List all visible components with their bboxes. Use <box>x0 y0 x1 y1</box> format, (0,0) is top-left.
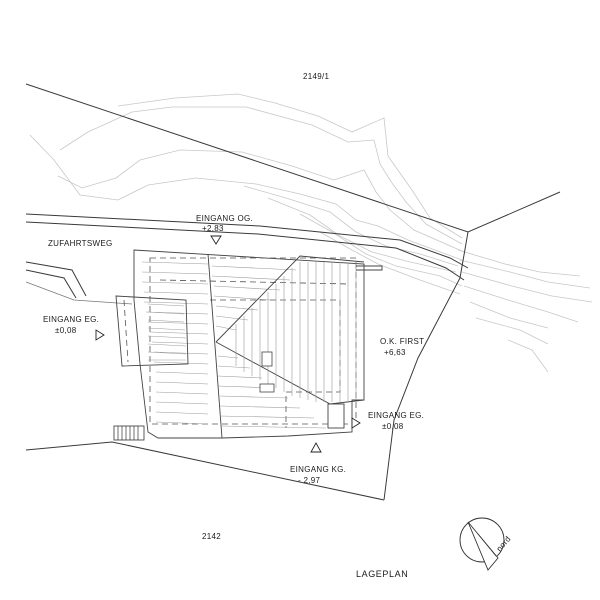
north-arrow-label: nord <box>495 534 513 553</box>
access-road-label: ZUFAHRTSWEG <box>48 239 113 248</box>
stairs <box>113 425 145 441</box>
entrance-west-level: ±0,08 <box>55 326 77 335</box>
ridge-level: +6,63 <box>384 348 406 357</box>
entrance-basement-label: EINGANG KG. <box>290 465 346 474</box>
skylight-2 <box>259 383 275 393</box>
entrance-upper-level: +2,83 <box>202 224 224 233</box>
building <box>113 249 383 441</box>
entrance-upper-label: EINGANG OG. <box>196 214 253 223</box>
ridge-label: O.K. FIRST <box>380 337 424 346</box>
entrance-upper-marker <box>210 235 222 245</box>
entrance-west-label: EINGANG EG. <box>43 315 99 324</box>
skylight-1 <box>261 351 273 367</box>
east-entry-box <box>327 403 345 429</box>
north-arrow-icon: nord <box>459 517 513 571</box>
west-roof-hatch <box>141 261 209 425</box>
parcel-north-label: 2149/1 <box>303 72 330 81</box>
west-annex <box>115 295 189 367</box>
parcel-south-label: 2142 <box>202 532 221 541</box>
entrance-basement-level: - 2,97 <box>298 476 321 485</box>
access-road <box>25 261 133 305</box>
entrance-east-marker <box>351 417 361 429</box>
entrance-east-level: ±0,08 <box>382 422 404 431</box>
entrance-west-marker <box>95 329 105 341</box>
entrance-east-label: EINGANG EG. <box>368 411 424 420</box>
property-boundaries <box>25 83 561 501</box>
drawing-title: LAGEPLAN <box>356 569 408 579</box>
middle-roof-hatch <box>211 265 327 429</box>
contour-lines <box>29 93 593 373</box>
east-roof-hatch <box>235 262 357 402</box>
entrance-basement-marker <box>310 442 322 453</box>
